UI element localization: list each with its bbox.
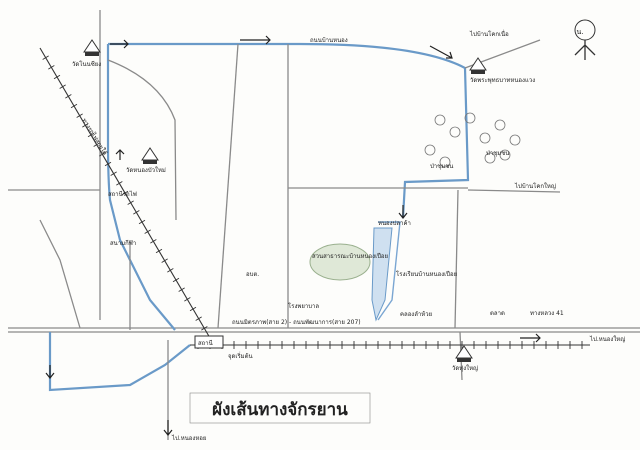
direction-label: ไปบ้านโคกใหญ่ — [514, 182, 556, 190]
arrow-icon — [110, 39, 129, 49]
station-box-label: สถานี — [198, 339, 213, 347]
temple-label: วัดโนนซียง — [72, 60, 101, 68]
railway-tick — [65, 94, 72, 99]
railway-tick — [48, 65, 55, 70]
railway-tick — [116, 181, 123, 186]
direction-label: ไปบ้านโคกเนื่อ — [469, 30, 509, 38]
school-label: โรงเรียนบ้านหนองเปือย — [396, 270, 457, 278]
railway-tick — [99, 152, 106, 157]
temple-icon — [83, 39, 101, 56]
temple-icon — [141, 147, 159, 164]
arrow-icon — [163, 420, 173, 436]
title-box — [189, 392, 371, 424]
railway-tick — [42, 55, 49, 60]
railway-tick — [53, 74, 61, 80]
railway-tick — [201, 326, 208, 331]
arrow-icon — [115, 149, 125, 160]
railway-tick — [127, 200, 134, 205]
railway-tick — [121, 190, 129, 196]
market-label: ตลาด — [490, 310, 505, 317]
direction-label: ไป.หนองหอย — [171, 434, 206, 442]
start-label: จุดเริ่มต้น — [228, 352, 253, 360]
canal-label: คลองลำห้วย — [400, 311, 432, 318]
road-n-s-2 — [217, 43, 239, 329]
railway-tick — [76, 113, 83, 118]
road-west-2 — [39, 219, 81, 329]
temple-label: วัดหนองบัวใหม่ — [126, 166, 166, 174]
railway-tick — [172, 277, 180, 283]
station-label: สถานีรถไฟ — [108, 190, 137, 198]
road-label: ถนนมิตรภาพ(สาย 2) - ถนนพัฒนาการ(สาย 207) — [232, 319, 361, 326]
arrow-icon — [240, 35, 271, 45]
railway-tick — [93, 142, 100, 147]
railway-tick — [59, 84, 66, 89]
railway-tick — [110, 171, 117, 176]
road-label: ถนนบ้านหนอง — [310, 37, 348, 44]
road-east-1 — [454, 189, 459, 329]
railway-tick — [155, 248, 163, 254]
temple-icon — [469, 57, 487, 74]
sport-label: สนามกีฬา — [110, 239, 136, 247]
hospital-label: โรงพยาบาล — [288, 302, 319, 310]
arrow-icon — [398, 205, 408, 219]
road-to-ban-yai — [467, 189, 561, 193]
start-box — [194, 335, 224, 349]
north-arrow-icon — [574, 19, 596, 60]
north-label: น. — [576, 28, 583, 36]
railway-tick — [138, 219, 146, 225]
forest-cluster — [424, 112, 521, 168]
pond-label: สวนสาธารณะบ้านหนองเปือย — [312, 252, 388, 260]
railway-tick — [104, 161, 112, 167]
temple-label: วัดทุ่งใหญ่ — [452, 364, 478, 372]
pond-shape — [309, 243, 371, 281]
west-route — [106, 44, 176, 331]
railway-tick — [70, 103, 78, 109]
arrow-icon — [45, 365, 55, 379]
arrow-icon — [429, 45, 453, 59]
lake-label: หนองปลาค้า — [378, 220, 411, 227]
km-label: ทางหลวง 41 — [530, 310, 564, 317]
railway-tick — [133, 210, 140, 215]
map-title: ผังเส้นทางจักรยาน — [212, 400, 348, 420]
temple-icon — [455, 345, 473, 362]
railway-tick — [189, 306, 197, 312]
southwest-route — [48, 332, 191, 392]
road-curve-north — [107, 59, 177, 221]
rail-label: ทางรถไฟสายใต้ — [80, 117, 109, 157]
forest-label: ป่าชุมชน — [430, 163, 453, 170]
railway-tick — [178, 287, 185, 292]
railway-tick — [195, 316, 202, 321]
railway-tick — [161, 258, 168, 263]
lake-shape — [371, 227, 393, 322]
north-route — [108, 42, 470, 219]
lake-route — [377, 221, 401, 321]
railway-tick — [82, 123, 89, 128]
forest-label: ป่าชุมชน — [486, 150, 509, 157]
railway-tick — [167, 268, 174, 273]
railway-tick — [144, 229, 151, 234]
office-label: อบต. — [246, 271, 259, 278]
direction-label: ไป.หนองใหญ่ — [589, 335, 625, 343]
railway-tick — [87, 132, 95, 138]
railway-tick — [150, 239, 157, 244]
temple-label: วัดพระพุทธบาทหนองแวง — [470, 77, 535, 84]
railway-tick — [184, 297, 191, 302]
arrow-icon — [520, 333, 541, 343]
